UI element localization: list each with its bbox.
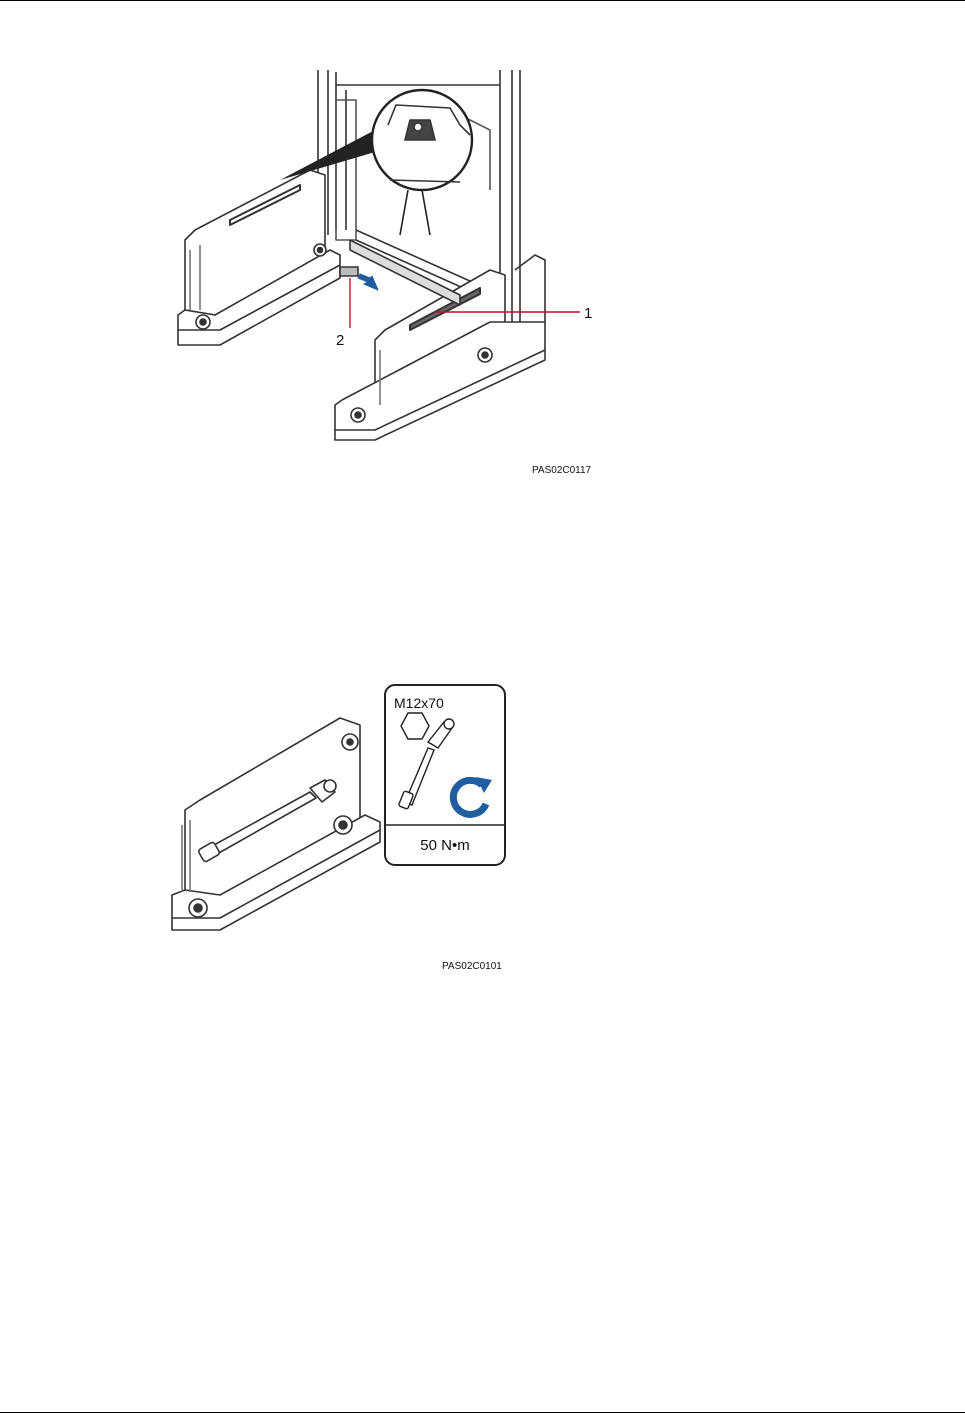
base-bracket (172, 718, 380, 930)
figure-code: PAS02C0101 (442, 961, 502, 972)
callout-2-label: 2 (336, 332, 344, 349)
figure-code: PAS02C0117 (532, 465, 592, 476)
torque-spec-panel: M12x70 50 N•m (385, 685, 505, 865)
footer-rule (0, 1412, 965, 1413)
header-rule (0, 0, 965, 1)
left-base-bracket (178, 170, 340, 345)
figure-bracket-bolt-torque: M12x70 50 N•m PAS02C0101 (160, 680, 520, 980)
arrow-icon (358, 274, 378, 290)
bolt-spec-label: M12x70 (394, 695, 444, 711)
hex-bolt-icon (401, 713, 429, 739)
torque-value: 50 N•m (420, 837, 469, 854)
figure-cabinet-base-install: 1 2 PAS02C0117 (160, 60, 610, 480)
callout-1-label: 1 (584, 305, 592, 322)
